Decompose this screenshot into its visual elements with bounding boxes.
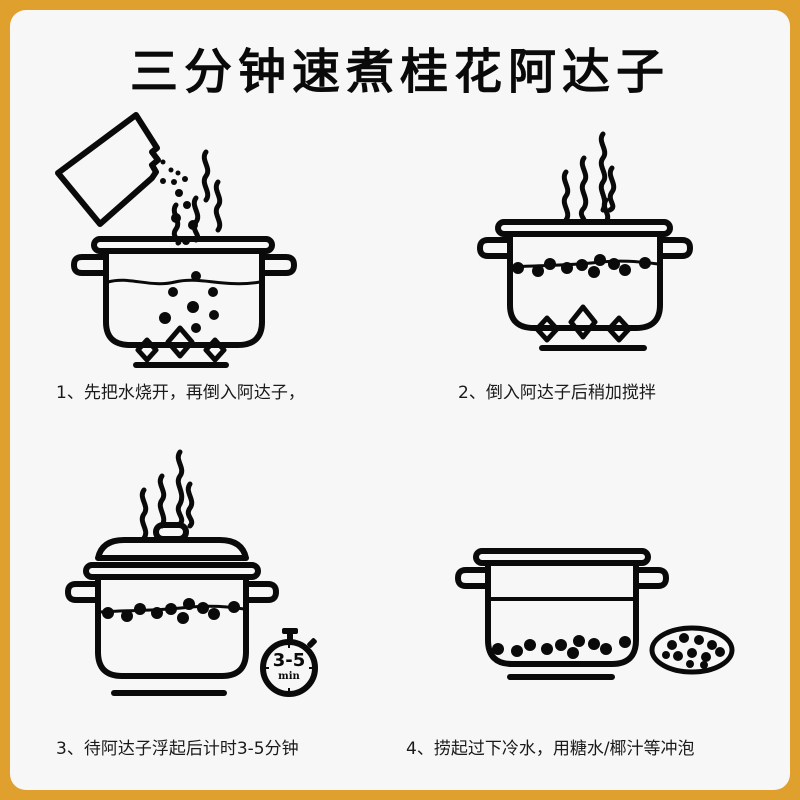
pot-icon — [477, 219, 693, 331]
step-3-caption: 3、待阿达子浮起后计时3-5分钟 — [56, 739, 299, 759]
floating-balls-icon — [512, 254, 651, 278]
steam-icon — [561, 131, 617, 225]
pot-icon — [65, 574, 279, 679]
steam-icon — [139, 449, 195, 541]
floating-balls-icon — [102, 598, 240, 624]
pot-icon — [71, 236, 297, 348]
timer-icon: 3-5 min — [252, 624, 328, 700]
balls-in-water-icon — [159, 271, 219, 333]
bowl-icon — [649, 625, 735, 675]
step-1-caption: 1、先把水烧开，再倒入阿达子， — [56, 383, 305, 403]
sunk-balls-icon — [492, 635, 631, 659]
steam-icon — [171, 149, 223, 246]
pot-icon — [455, 548, 669, 667]
step-2-illustration — [470, 120, 710, 360]
timer-unit: min — [278, 671, 300, 682]
page-title: 三分钟速煮桂花阿达子 — [129, 44, 670, 100]
step-1-illustration — [50, 110, 310, 370]
step-2-caption: 2、倒入阿达子后稍加搅拌 — [458, 383, 656, 403]
flame-icon — [135, 325, 227, 363]
step-4-illustration — [440, 530, 760, 710]
step-4-caption: 4、捞起过下冷水，用糖水/椰汁等冲泡 — [406, 739, 695, 759]
lid-icon — [83, 522, 261, 580]
step-3-illustration — [50, 440, 330, 710]
flame-icon — [534, 304, 632, 343]
bag-icon — [55, 112, 161, 227]
recipe-card — [10, 10, 790, 790]
timer-value: 3-5 — [272, 650, 306, 671]
